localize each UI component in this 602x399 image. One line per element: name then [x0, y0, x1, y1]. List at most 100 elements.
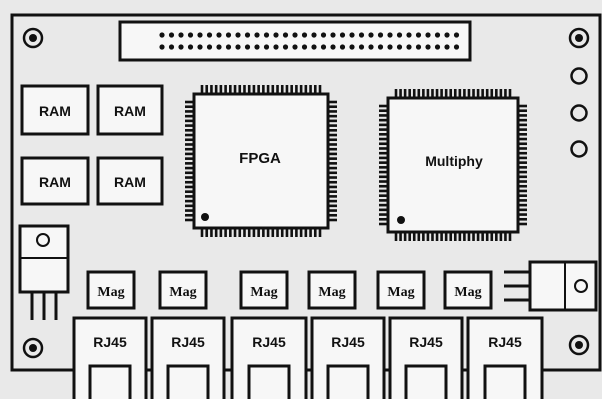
- ic-pin: [185, 124, 194, 127]
- ic-pin: [394, 232, 398, 241]
- ic-pin: [328, 147, 337, 151]
- ic-pin: [463, 89, 466, 98]
- ic-pin: [210, 228, 213, 237]
- ic-pin: [504, 232, 507, 241]
- ic-pin: [379, 128, 388, 131]
- header-pin: [311, 32, 317, 38]
- ic-pin: [185, 119, 194, 123]
- ic-pin: [453, 89, 457, 98]
- ic-pin: [518, 208, 527, 212]
- ic-pin: [185, 209, 194, 212]
- ic-pin: [185, 157, 194, 160]
- ic-pin: [290, 85, 293, 94]
- ic-pin: [309, 85, 312, 94]
- ic-pin: [318, 228, 322, 237]
- header-pin: [358, 32, 365, 38]
- mounting-hole-icon: [568, 27, 590, 49]
- mounting-hole-icon: [22, 27, 44, 49]
- ic-pin: [518, 156, 527, 160]
- ic-pin: [444, 89, 448, 98]
- ic-pin: [379, 199, 388, 202]
- ic-pin: [518, 222, 527, 226]
- ic-pin: [224, 228, 227, 237]
- ic-pin: [229, 228, 232, 237]
- ram-chip: RAM: [96, 84, 164, 136]
- ic-pin: [485, 89, 489, 98]
- ic-pin: [328, 204, 337, 208]
- via-hole-icon: [570, 104, 588, 122]
- via-hole-icon: [570, 140, 588, 158]
- mag-label: Mag: [169, 285, 196, 300]
- multiphy-label: Multiphy: [425, 153, 483, 169]
- ic-pin: [280, 228, 284, 237]
- ic-pin: [214, 228, 218, 237]
- rj45-label: RJ45: [488, 334, 522, 350]
- header-pin: [425, 32, 431, 38]
- ic-pin: [205, 228, 209, 237]
- ram-label: RAM: [39, 103, 71, 119]
- mounting-hole-center: [575, 34, 583, 42]
- ic-pin: [257, 85, 260, 94]
- header-pin: [434, 44, 441, 50]
- ic-pin: [379, 175, 388, 179]
- mounting-hole-center: [29, 344, 37, 352]
- ic-pin: [379, 203, 388, 207]
- ic-pin: [185, 190, 194, 193]
- ic-pin: [328, 213, 337, 217]
- ic-pin: [449, 89, 453, 98]
- header-pin: [216, 44, 222, 50]
- ic-pin: [313, 85, 317, 94]
- rj45-label: RJ45: [252, 334, 286, 350]
- ic-pin: [285, 228, 289, 237]
- header-pin: [197, 44, 203, 50]
- ic-pin: [247, 228, 251, 237]
- ic-pin: [328, 180, 337, 184]
- ic-pin: [266, 228, 270, 237]
- ic-pin: [328, 195, 337, 198]
- ic-pin: [328, 218, 337, 222]
- ic-pin: [431, 89, 434, 98]
- rj45-label: RJ45: [171, 334, 205, 350]
- mag-module: Mag: [307, 270, 357, 310]
- ic-pin: [185, 195, 194, 198]
- header-pin: [263, 44, 270, 50]
- header-pin: [235, 44, 241, 50]
- ic-pin: [328, 157, 337, 160]
- ic-pin: [435, 232, 439, 241]
- header-pin: [311, 44, 317, 50]
- ic-pin: [200, 85, 204, 94]
- ic-pin: [518, 151, 527, 155]
- ic-pin: [463, 232, 466, 241]
- ic-pin: [379, 217, 388, 221]
- ic-pin: [185, 110, 194, 113]
- ic-pin: [379, 118, 388, 122]
- mag-label: Mag: [318, 285, 345, 300]
- ic-pin: [379, 170, 388, 174]
- via-hole-icon: [570, 67, 588, 85]
- header-pin: [187, 32, 194, 38]
- ic-pin: [328, 199, 337, 203]
- ic-pin: [271, 85, 275, 94]
- header-pin: [168, 32, 175, 38]
- header-pin: [434, 32, 441, 38]
- header-pin: [273, 32, 279, 38]
- ic-pin: [219, 85, 223, 94]
- ic-pin: [458, 232, 462, 241]
- header-pin: [415, 44, 422, 50]
- multiphy-chip: Multiphy: [379, 89, 527, 241]
- rj45-jack: RJ45: [466, 316, 544, 399]
- header-pin: [168, 44, 175, 50]
- mag-module: Mag: [239, 270, 289, 310]
- ic-pin: [518, 166, 527, 169]
- mag-label: Mag: [250, 285, 277, 300]
- ic-pin: [379, 123, 388, 127]
- ic-pin: [328, 185, 337, 189]
- ic-pin: [295, 228, 298, 237]
- ic-pin: [304, 85, 308, 94]
- ic-pin: [518, 189, 527, 193]
- header-pin: [178, 44, 184, 50]
- ic-pin: [449, 232, 453, 241]
- pin1-dot-icon: [201, 213, 209, 221]
- ic-pin: [499, 89, 503, 98]
- ic-pin: [238, 228, 242, 237]
